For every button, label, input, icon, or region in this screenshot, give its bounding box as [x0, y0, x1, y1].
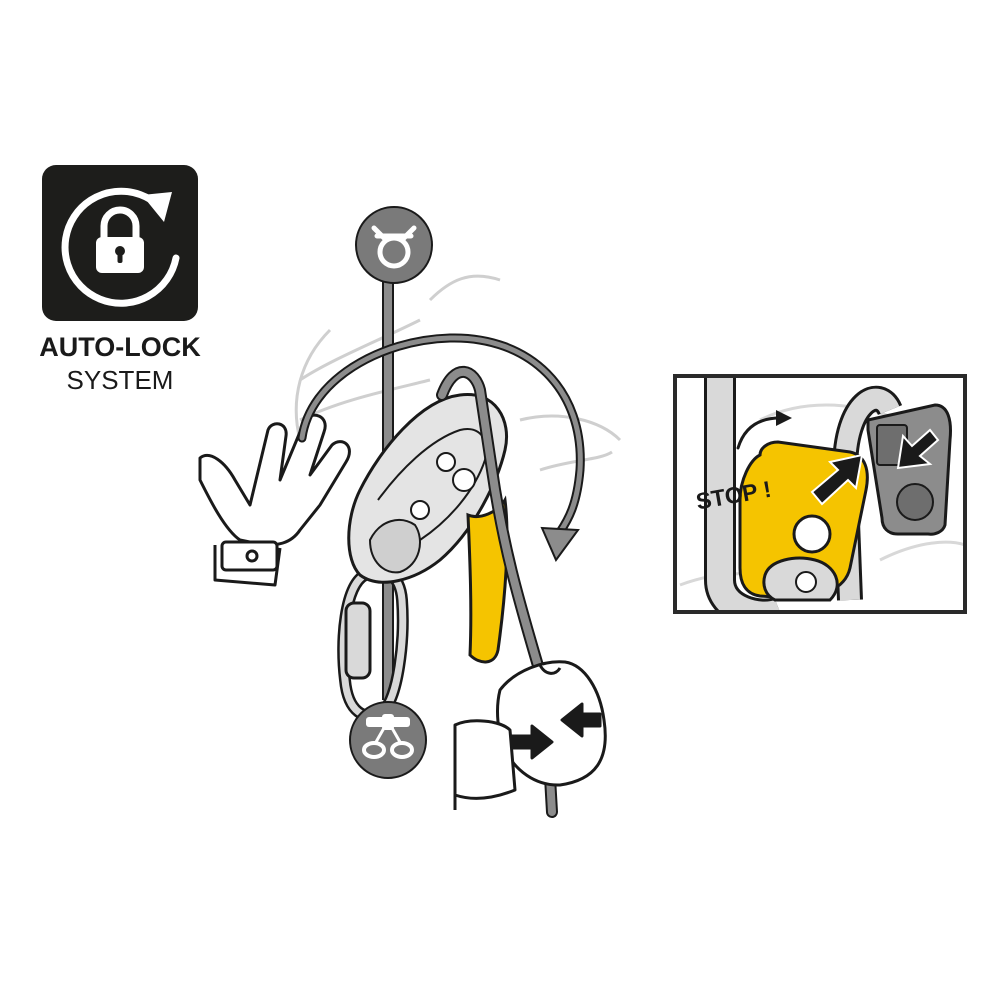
anchor-symbol-icon [355, 206, 433, 284]
badge-title: AUTO-LOCK [39, 332, 201, 362]
pointer-arrow-icon [810, 453, 864, 506]
brake-hand [453, 660, 607, 810]
squeeze-arrow-icon [560, 702, 602, 738]
detail-inset: STOP ! [673, 374, 967, 614]
pointer-arrow-icon [896, 428, 940, 470]
auto-lock-padlock-icon [61, 187, 180, 307]
carabiner-locking-sleeve [344, 601, 372, 680]
badge-subtitle: SYSTEM [67, 365, 174, 395]
harness-symbol-icon [349, 701, 427, 779]
brake-rope [436, 365, 558, 818]
cam-rotation-arrow-icon [736, 416, 782, 450]
squeeze-arrow-icon [510, 724, 554, 760]
detail-inset-frame [673, 374, 967, 614]
left-hand [198, 413, 351, 587]
auto-lock-badge [42, 165, 198, 321]
rotation-arrow [297, 333, 585, 562]
